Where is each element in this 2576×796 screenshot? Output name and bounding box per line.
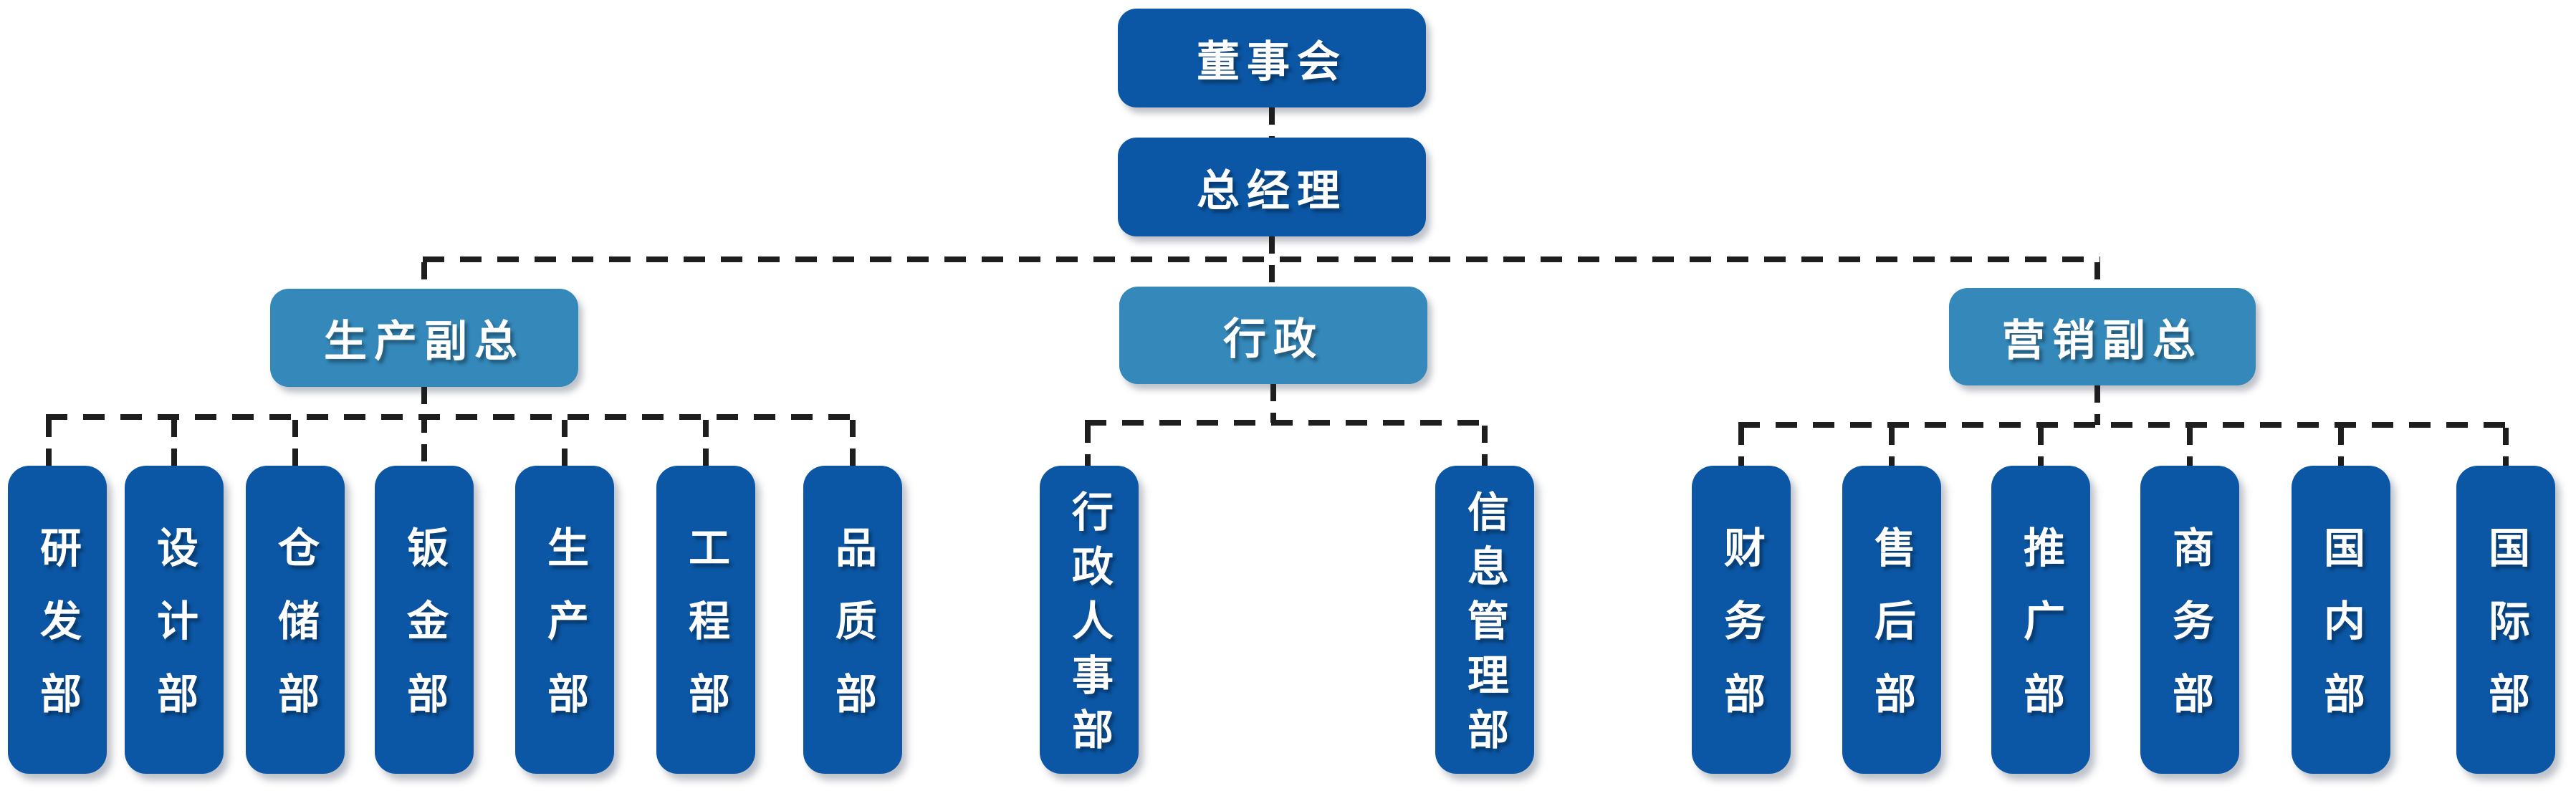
dept-domestic: 国内部 bbox=[2292, 466, 2390, 774]
dept-admin-hr: 行政人事部 bbox=[1040, 466, 1139, 774]
dept-promotion-label: 推广部 bbox=[2016, 526, 2065, 745]
connector-drop-mkt6 bbox=[2503, 428, 2509, 466]
connector-drop-admin1 bbox=[1085, 426, 1091, 466]
connector-drop-dept1 bbox=[46, 420, 52, 466]
connector-drop-dept3 bbox=[292, 420, 298, 466]
dept-info-mgmt: 信息管理部 bbox=[1435, 466, 1534, 774]
dept-quality-label: 品质部 bbox=[828, 526, 877, 745]
connector-drop-dept7 bbox=[850, 420, 856, 466]
dept-warehouse-label: 仓储部 bbox=[271, 526, 320, 745]
connector-rail-production bbox=[421, 262, 427, 289]
dept-warehouse: 仓储部 bbox=[246, 466, 345, 774]
connector-drop-mkt1 bbox=[1738, 428, 1744, 466]
dept-commerce: 商务部 bbox=[2140, 466, 2239, 774]
node-general-manager-label: 总经理 bbox=[1197, 166, 1347, 216]
node-general-manager: 总经理 bbox=[1118, 138, 1426, 236]
connector-marketing-branch-rail bbox=[1738, 422, 2509, 428]
connector-drop-dept5 bbox=[562, 420, 568, 466]
connector-drop-dept2 bbox=[171, 420, 177, 466]
dept-design: 设计部 bbox=[125, 466, 224, 774]
dept-engineering: 工程部 bbox=[656, 466, 755, 774]
dept-engineering-label: 工程部 bbox=[681, 526, 730, 745]
connector-production-branch-rail bbox=[46, 414, 856, 420]
dept-commerce-label: 商务部 bbox=[2165, 526, 2214, 745]
dept-aftersales-label: 售后部 bbox=[1867, 526, 1916, 745]
node-branch-marketing: 营销副总 bbox=[1949, 288, 2256, 385]
connector-drop-admin2 bbox=[1482, 426, 1488, 466]
connector-marketing-rail bbox=[2094, 385, 2100, 425]
dept-finance: 财务部 bbox=[1692, 466, 1791, 774]
connector-board-gm bbox=[1269, 107, 1275, 138]
dept-aftersales: 售后部 bbox=[1842, 466, 1941, 774]
dept-finance-label: 财务部 bbox=[1717, 526, 1766, 745]
dept-admin-hr-label: 行政人事部 bbox=[1065, 490, 1114, 762]
connector-rail-marketing bbox=[2094, 262, 2100, 288]
connector-drop-mkt4 bbox=[2187, 428, 2193, 466]
node-branch-marketing-label: 营销副总 bbox=[2002, 315, 2203, 366]
dept-international-label: 国际部 bbox=[2481, 526, 2530, 745]
dept-production: 生产部 bbox=[515, 466, 614, 774]
node-board: 董事会 bbox=[1118, 9, 1426, 107]
connector-drop-mkt2 bbox=[1889, 428, 1895, 466]
node-board-label: 董事会 bbox=[1197, 37, 1347, 87]
connector-drop-mkt5 bbox=[2338, 428, 2344, 466]
dept-sheetmetal-label: 钣金部 bbox=[400, 526, 449, 745]
connector-main-rail bbox=[423, 256, 2100, 262]
connector-gm-main bbox=[1269, 236, 1275, 288]
node-branch-admin: 行政 bbox=[1119, 287, 1427, 384]
dept-sheetmetal: 钣金部 bbox=[375, 466, 474, 774]
dept-production-label: 生产部 bbox=[540, 526, 589, 745]
connector-production-rail bbox=[421, 387, 427, 466]
connector-drop-mkt3 bbox=[2038, 428, 2044, 466]
dept-international: 国际部 bbox=[2456, 466, 2555, 774]
dept-rd-label: 研发部 bbox=[33, 526, 82, 745]
dept-rd: 研发部 bbox=[8, 466, 107, 774]
dept-design-label: 设计部 bbox=[150, 526, 198, 745]
connector-admin-rail bbox=[1270, 384, 1276, 423]
connector-admin-branch-rail bbox=[1085, 420, 1488, 426]
dept-domestic-label: 国内部 bbox=[2317, 526, 2365, 745]
dept-info-mgmt-label: 信息管理部 bbox=[1460, 490, 1509, 762]
node-branch-production: 生产副总 bbox=[270, 289, 578, 387]
connector-drop-dept6 bbox=[703, 420, 709, 466]
node-branch-production-label: 生产副总 bbox=[324, 317, 525, 367]
dept-promotion: 推广部 bbox=[1991, 466, 2090, 774]
node-branch-admin-label: 行政 bbox=[1223, 314, 1323, 365]
dept-quality: 品质部 bbox=[803, 466, 902, 774]
